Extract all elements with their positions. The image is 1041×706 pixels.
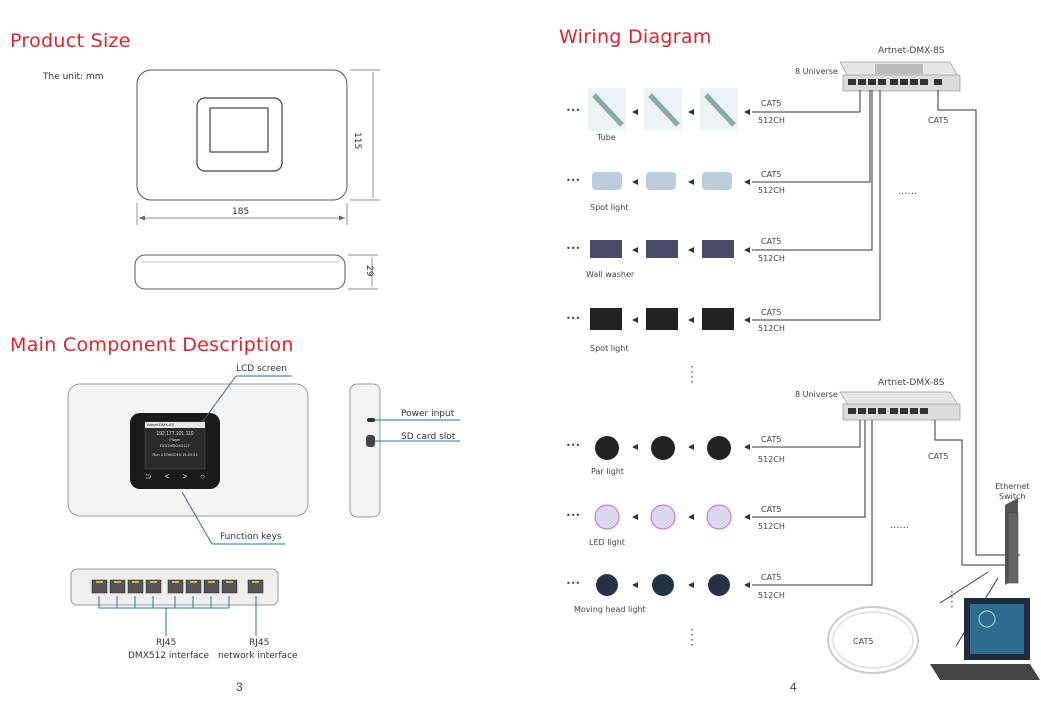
width-dimension: 185 — [232, 207, 250, 217]
signal-arrows — [632, 109, 750, 588]
ellipsis-3: ••• — [566, 244, 581, 253]
fixture-label-par: Par light — [591, 467, 624, 476]
dots-2: ...... — [890, 520, 910, 531]
universe-1: 8 Universe — [795, 67, 838, 76]
function-keys-label: Function keys — [220, 532, 282, 542]
cat5-label-6: CAT5 — [761, 505, 782, 514]
rj45-dmx-label: RJ45 — [156, 638, 177, 648]
fixture-label-tube: Tube — [597, 133, 616, 142]
ellipsis-4: ••• — [566, 314, 581, 323]
lcd-screen-label: LCD screen — [236, 364, 288, 374]
ellipsis-2: ••• — [566, 176, 581, 185]
cat5-label-5: CAT5 — [761, 435, 782, 444]
ok-key-icon[interactable]: ○ — [200, 472, 205, 481]
page-number-right: 4 — [790, 680, 797, 694]
height-dimension: 115 — [352, 132, 362, 150]
power-input-label: Power input — [401, 409, 455, 419]
lcd-mode: Player — [169, 437, 181, 442]
lcd-screen: Artnet-DMX-8S 192.177.101.110 Player ROO… — [145, 422, 205, 469]
product-size-drawings — [67, 69, 460, 636]
cat5-label-7: CAT5 — [761, 573, 782, 582]
sd-card-slot-label: SD card slot — [401, 432, 456, 442]
fixture-label-spot-2: Spot light — [590, 344, 629, 353]
lcd-ip: 192.177.101.110 — [156, 431, 194, 437]
components-title: Main Component Description — [10, 334, 294, 356]
cat5-label-3: CAT5 — [761, 237, 782, 246]
ch512-label-2: 512CH — [758, 186, 785, 195]
right-key-icon[interactable]: > — [182, 472, 188, 481]
ch512-label-6: 512CH — [758, 522, 785, 531]
fixture-label-led: LED light — [589, 538, 625, 547]
function-keys: ⊃ < > ○ — [145, 472, 205, 481]
product-size-title: Product Size — [10, 30, 131, 52]
lcd-file: ROOMBOX0127 — [160, 443, 190, 448]
cat5-uplink-2: CAT5 — [928, 452, 949, 461]
universe-2: 8 Universe — [795, 390, 838, 399]
ethernet-switch-label: Ethernet Switch — [995, 482, 1029, 502]
back-key-icon[interactable]: ⊃ — [145, 472, 152, 481]
ch512-label-5: 512CH — [758, 455, 785, 464]
wiring-title: Wiring Diagram — [559, 26, 712, 48]
ethernet-switch-line2: Switch — [999, 492, 1026, 501]
wiring-diagram — [588, 61, 1040, 680]
vertical-dots-3: ···· — [950, 585, 954, 614]
ellipsis-1: ••• — [566, 106, 581, 115]
page-number-left: 3 — [236, 680, 243, 694]
ellipsis-6: ••• — [566, 511, 581, 520]
vertical-dots-1: ···· — [690, 360, 694, 389]
cat5-uplink-1: CAT5 — [928, 116, 949, 125]
ch512-label-1: 512CH — [758, 116, 785, 125]
ch512-label-4: 512CH — [758, 324, 785, 333]
ethernet-switch-line1: Ethernet — [995, 482, 1030, 491]
ellipsis-5: ••• — [566, 441, 581, 450]
controller-name-1: Artnet-DMX-8S — [878, 46, 945, 56]
fixture-icons — [588, 88, 738, 596]
fixture-label-spot-1: Spot light — [590, 203, 629, 212]
lcd-title: Artnet-DMX-8S — [145, 422, 205, 428]
rj45-net-sub: network interface — [218, 651, 298, 661]
fixture-label-moving-head: Moving head light — [574, 605, 646, 614]
vertical-dots-2: ···· — [690, 623, 694, 652]
fixture-label-wall-washer: Wall washer — [586, 270, 635, 279]
cable-cat5-label: CAT5 — [853, 637, 874, 646]
ch512-label-3: 512CH — [758, 254, 785, 263]
dots-1: ...... — [898, 186, 918, 197]
depth-dimension: 29 — [364, 265, 374, 277]
ellipsis-7: ••• — [566, 579, 581, 588]
unit-note: The unit: mm — [43, 72, 104, 82]
cat5-label-2: CAT5 — [761, 170, 782, 179]
lcd-status: Run 17/06/2016 15:20:33 — [152, 452, 198, 457]
cat5-label-4: CAT5 — [761, 308, 782, 317]
controller-name-2: Artnet-DMX-8S — [878, 378, 945, 388]
cat5-label-1: CAT5 — [761, 99, 782, 108]
ch512-label-7: 512CH — [758, 591, 785, 600]
left-key-icon[interactable]: < — [164, 472, 170, 481]
rj45-net-label: RJ45 — [249, 638, 270, 648]
rj45-dmx-sub: DMX512 interface — [128, 651, 210, 661]
